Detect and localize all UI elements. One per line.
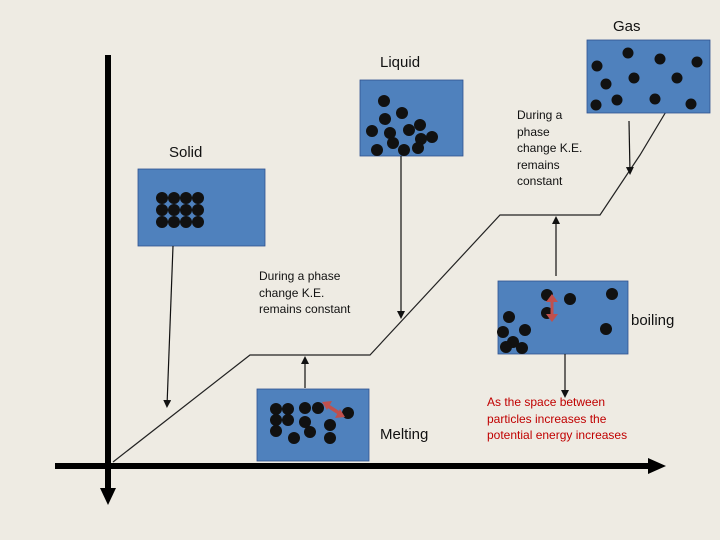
boiling-particles xyxy=(497,288,618,354)
potential-energy-note: As the space between particles increases… xyxy=(487,395,628,442)
pointer-arrows xyxy=(163,120,634,408)
gas-label: Gas xyxy=(613,18,641,35)
solid-particles xyxy=(156,192,204,228)
solid-label: Solid xyxy=(169,144,203,161)
solid-pointer-arrow xyxy=(163,245,174,408)
y-axis-arrowhead xyxy=(100,488,116,505)
heating-curve-line xyxy=(112,54,701,463)
phase-change-note-left: During a phase change K.E. remains const… xyxy=(259,269,351,316)
melting-label: Melting xyxy=(380,426,429,443)
phase-change-note-top: During a phase change K.E. remains const… xyxy=(517,108,583,188)
liquid-particles xyxy=(366,95,438,156)
melting-particles xyxy=(270,402,354,444)
boiling-label: boiling xyxy=(631,312,675,329)
liquid-label: Liquid xyxy=(380,54,421,71)
gas-pointer-arrow xyxy=(625,120,634,175)
boiling-space-arrow xyxy=(546,294,558,322)
axes xyxy=(55,55,666,505)
gas-particles xyxy=(590,47,703,111)
melting-space-arrow xyxy=(322,401,345,418)
x-axis-arrowhead xyxy=(648,458,666,474)
liquid-box xyxy=(359,79,464,157)
